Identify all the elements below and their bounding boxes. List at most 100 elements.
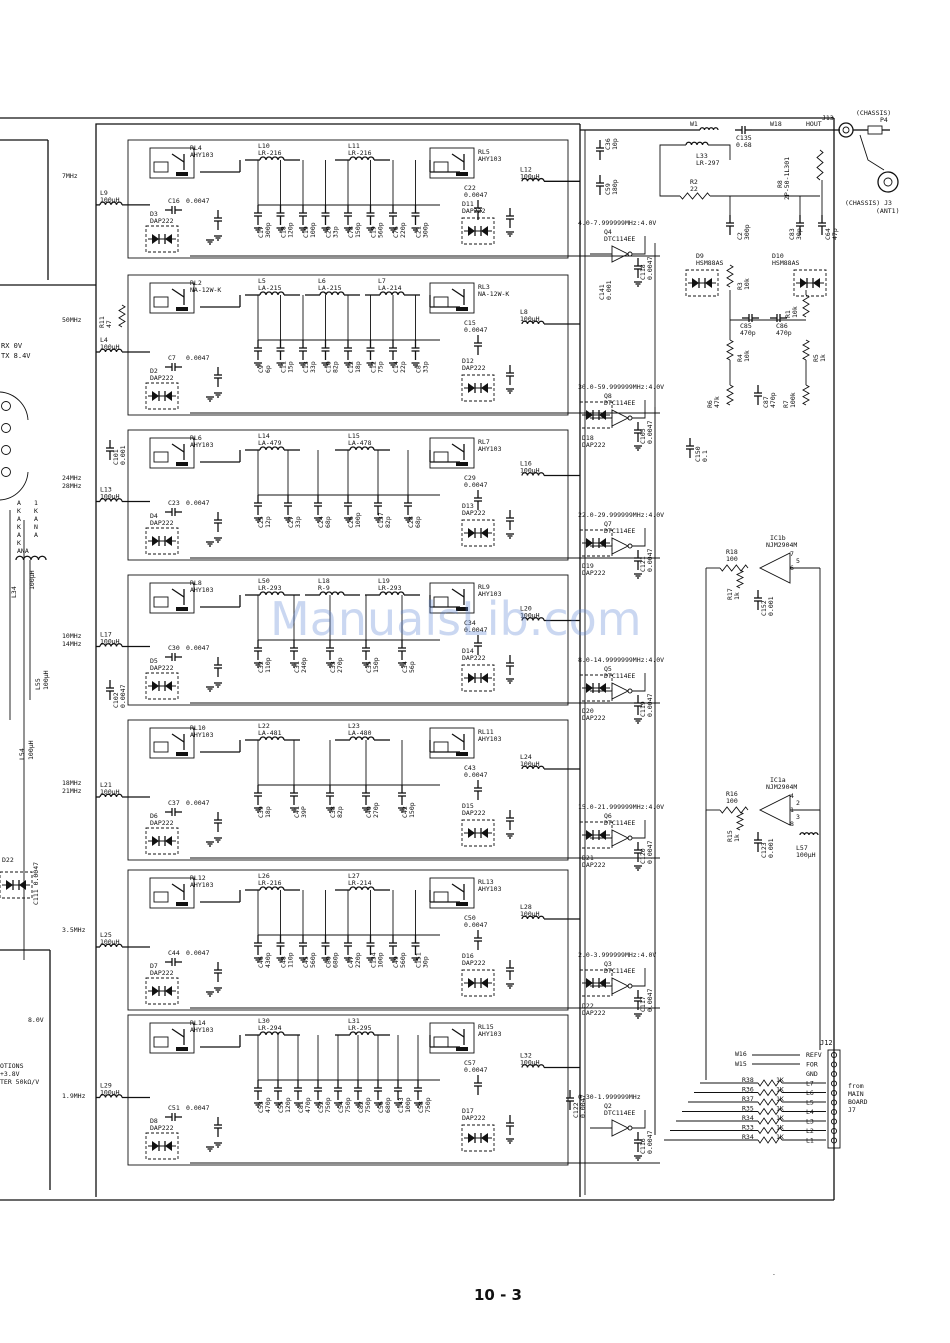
- c59-val: 180p: [611, 179, 619, 195]
- shunt-cap-ref: C81: [297, 1101, 305, 1113]
- relay-RL8-coil: [153, 596, 169, 608]
- relay-ref: RL12: [190, 874, 206, 882]
- relay-part: AHY103: [190, 881, 214, 889]
- relay-ref: RL10: [190, 724, 206, 732]
- connector-letter-label: K: [17, 523, 21, 531]
- relay-RL13-body: [429, 877, 475, 909]
- relay-RL4-armature: [176, 172, 188, 176]
- relay-RL10-contact: [171, 733, 185, 743]
- side-letter-label: 1: [34, 499, 38, 507]
- filter-inductor: [349, 736, 375, 741]
- transistor-ref: Q4: [604, 228, 612, 236]
- opamp-part: NJM2904M: [766, 783, 797, 791]
- inductor-L34-value: 100µH: [28, 570, 36, 590]
- shunt-cap-ref: C10: [325, 361, 333, 373]
- c141-val: 0.001: [605, 280, 613, 300]
- relay-RL2-body: [149, 282, 195, 314]
- diode-part: DAP222: [462, 509, 486, 517]
- connector-letter-label: A: [17, 515, 21, 523]
- r3-ref: R3: [736, 282, 744, 290]
- tx-voltage-label: TX 8.4V: [1, 352, 31, 360]
- r8-part: 2P-50-1L301: [783, 157, 791, 200]
- relay-RL6-contact: [171, 443, 185, 453]
- opamp-r-in-val: 100: [726, 797, 738, 805]
- diode-ref: D8: [150, 1117, 158, 1125]
- input-choke-ref: L13: [100, 486, 112, 494]
- filter-section-0: [127, 139, 569, 259]
- opamp-pin: 3: [796, 813, 800, 821]
- diode-cap-ref: C30: [168, 644, 180, 652]
- w15-label: W15: [735, 1060, 747, 1068]
- shunt-cap-ref: C54: [337, 1101, 345, 1113]
- j3-label: (CHASSIS) J3: [845, 199, 892, 207]
- transistor-ref: Q2: [604, 1102, 612, 1110]
- relay-RL2-coil: [153, 296, 169, 308]
- j12-resistor-ref: R38: [742, 1076, 754, 1084]
- transistor-cap-ref: C116: [639, 1138, 647, 1154]
- output-choke-ref: L24: [520, 753, 532, 761]
- diode-cap-ref: C34: [464, 619, 476, 627]
- c36-ref: C36: [604, 138, 612, 150]
- transistor-cap-ref: C117: [639, 996, 647, 1012]
- shunt-cap-ref: C25: [257, 516, 265, 528]
- filter-section-6: [127, 1014, 569, 1166]
- transistor-Q4-symbol: [611, 245, 630, 263]
- band-range-label: 2.0-3.999999MHz:4.0V: [578, 951, 656, 959]
- l33-part: LR-297: [696, 159, 720, 167]
- transistor-cap-val: 0.0047: [646, 840, 654, 864]
- c64-val: 47p: [831, 228, 839, 240]
- filter-inductor-part: LA-215: [318, 284, 342, 292]
- diode-part: DAP222: [462, 654, 486, 662]
- band-label-1: 50MHz: [62, 316, 82, 324]
- shunt-cap-ref: C12: [370, 361, 378, 373]
- transistor-output: [632, 1110, 646, 1129]
- relay-RL4-body: [149, 147, 195, 179]
- l33-wire: [659, 144, 686, 160]
- c122-val: 0.0047: [579, 1094, 587, 1118]
- filter-inductor-ref: L10: [258, 142, 270, 150]
- shunt-cap-val: 750p: [364, 1097, 372, 1113]
- output-choke-ref: L20: [520, 605, 532, 613]
- output-choke-ref: L12: [520, 165, 532, 173]
- r7-ref: R7: [782, 400, 790, 408]
- left-diode-pair-outline: [145, 827, 179, 855]
- shunt-cap-ref: C45: [302, 956, 310, 968]
- filter-inductor: [349, 886, 375, 891]
- connector-outline: [0, 471, 29, 501]
- filter-section-2: [127, 429, 569, 561]
- shunt-cap-val: 680p: [332, 952, 340, 968]
- r7-resistor: [802, 384, 810, 406]
- c101-ref: C101: [112, 449, 120, 465]
- shunt-cap-ref: C12: [347, 361, 355, 373]
- transistor-output: [632, 820, 646, 839]
- transistor-cap-ref: C120: [639, 848, 647, 864]
- diode-part: DAP222: [462, 364, 486, 372]
- band-label-5: 3.5MHz: [62, 926, 86, 934]
- relay-RL10-body: [149, 727, 195, 759]
- transistor-part: DTC114EE: [604, 399, 635, 407]
- transistor-part: DTC114EE: [604, 819, 635, 827]
- coax-wire: [859, 134, 885, 171]
- relay-part: NA-12W-K: [190, 286, 221, 294]
- input-choke-2: [99, 498, 123, 502]
- diode-cap-val: 0.0047: [464, 626, 488, 634]
- d10-ref: D10: [772, 252, 784, 260]
- r4-ref: R4: [736, 354, 744, 362]
- c122-ref: C122: [572, 1102, 580, 1118]
- r6-val: 47k: [713, 396, 721, 408]
- control-diode-pair-outline: [579, 969, 613, 997]
- transistor-cap-ref: C105: [639, 428, 647, 444]
- shunt-cap-val: 750p: [344, 1097, 352, 1113]
- filter-inductor: [259, 446, 285, 451]
- diode-cap-ref: C22: [464, 184, 476, 192]
- shunt-cap-ref: C18: [280, 226, 288, 238]
- shunt-cap-val: 18p: [264, 806, 272, 818]
- diode-ref: D16: [462, 952, 474, 960]
- output-choke: [521, 472, 545, 476]
- filter-inductor-ref: L6: [318, 277, 326, 285]
- transistor-Q6-symbol: [611, 829, 630, 847]
- shunt-cap-val: 110p: [287, 952, 295, 968]
- side-letter-label: A: [34, 531, 38, 539]
- relay-ref: RL9: [478, 583, 490, 591]
- filter-inductor-part: LA-478: [348, 439, 372, 447]
